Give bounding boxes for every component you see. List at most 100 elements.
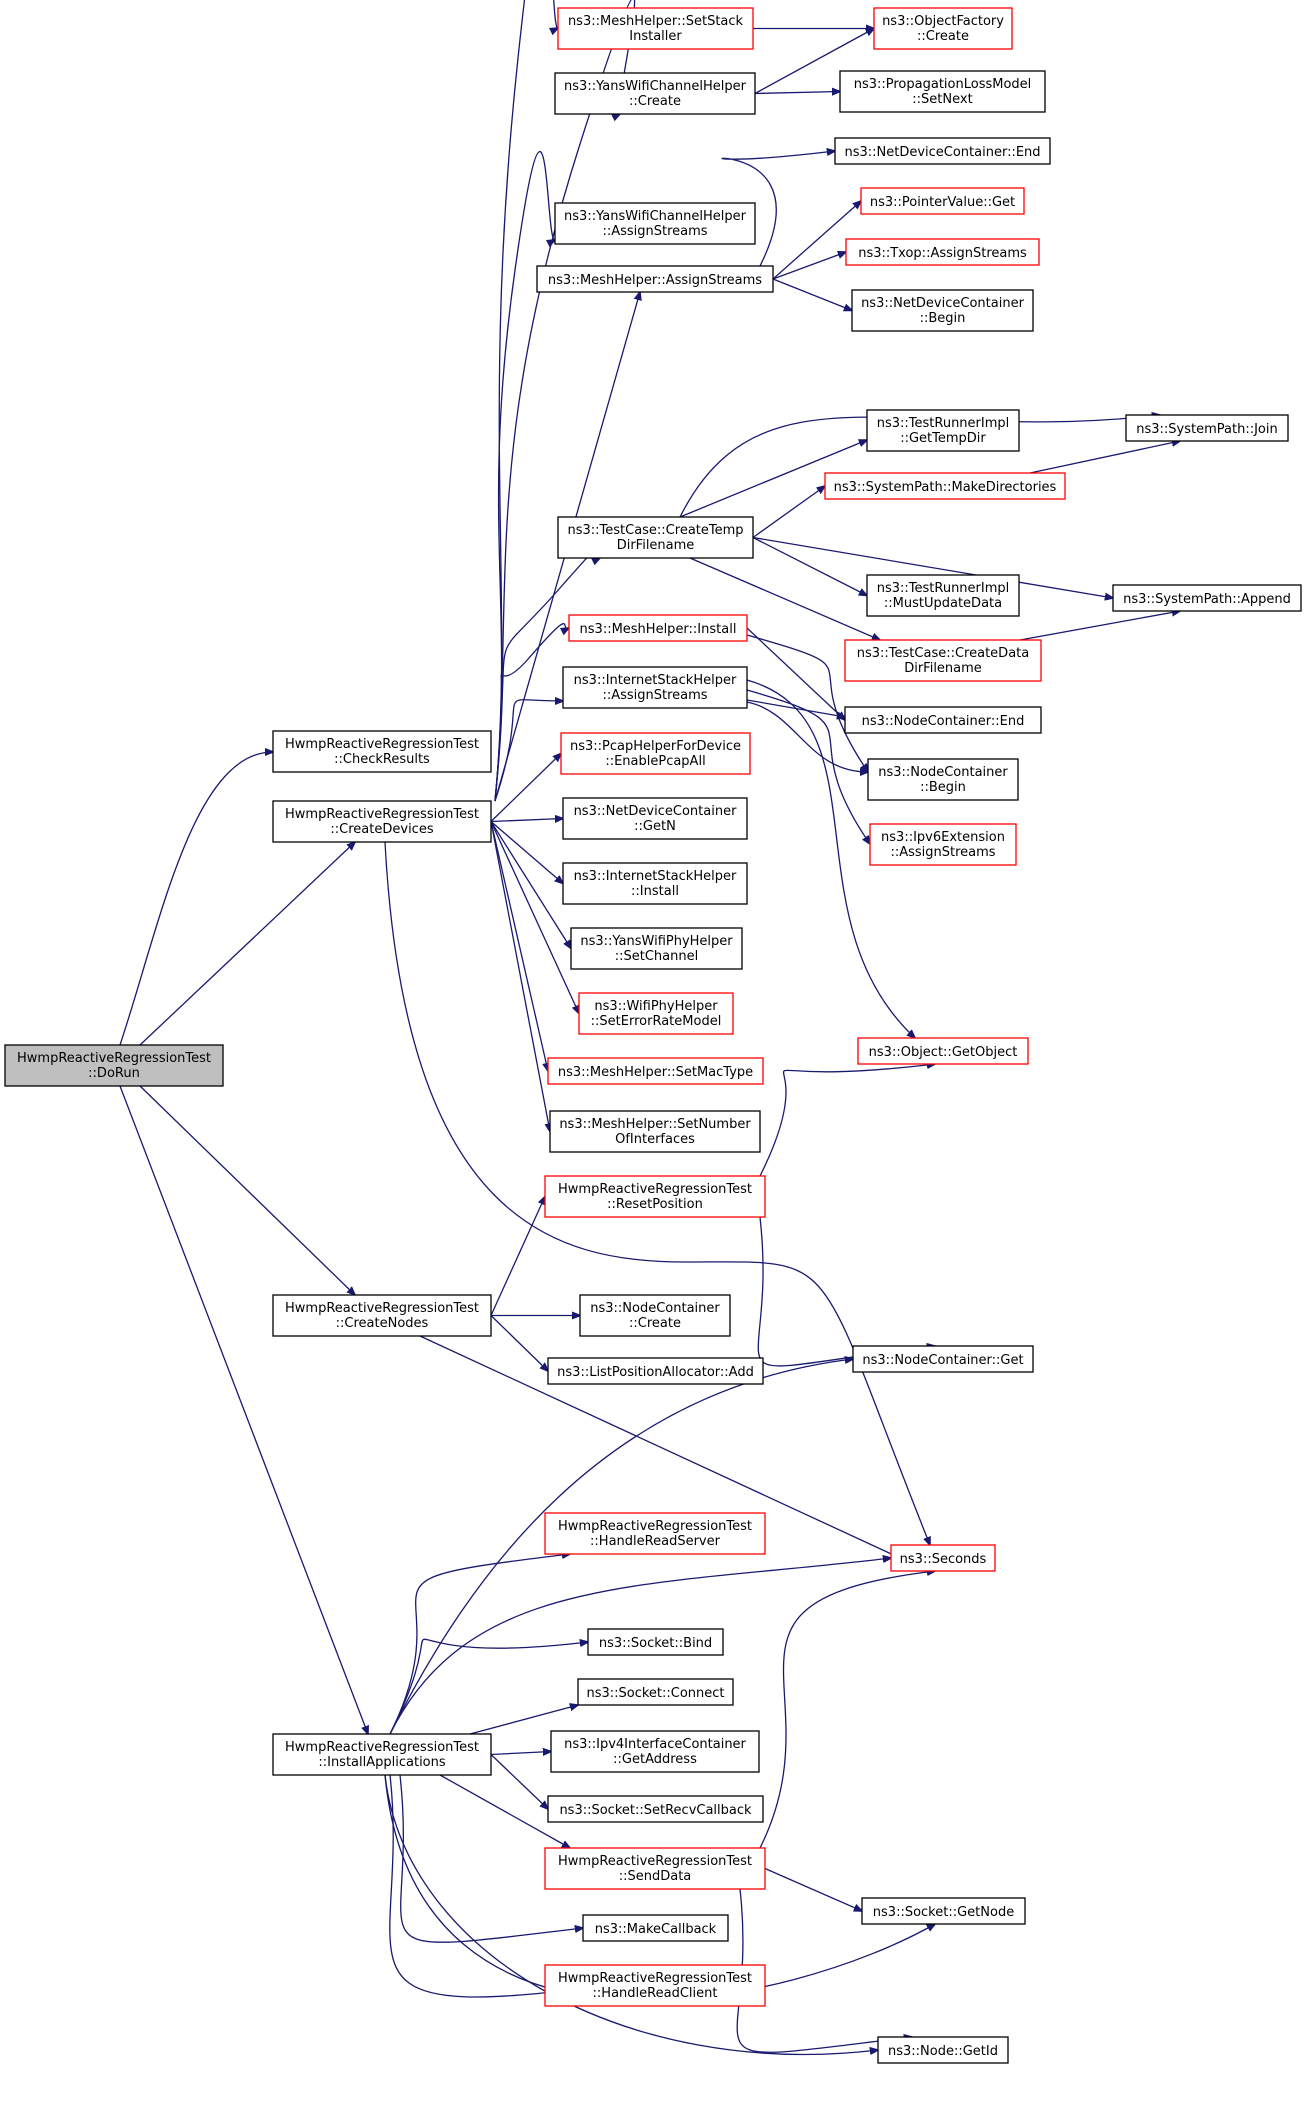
- node-checkResults[interactable]: HwmpReactiveRegressionTest::CheckResults: [272, 730, 492, 773]
- call-edge: [490, 1754, 548, 1810]
- node-label: ns3::Ipv4InterfaceContainer: [564, 1737, 746, 1752]
- call-edge: [490, 821, 571, 949]
- node-ndcGetN[interactable]: ns3::NetDeviceContainer::GetN: [562, 797, 748, 840]
- call-edge: [490, 1752, 551, 1755]
- node-handleReadServer[interactable]: HwmpReactiveRegressionTest::HandleReadSe…: [544, 1512, 766, 1555]
- node-label: ns3::PcapHelperForDevice: [570, 739, 741, 754]
- node-propLoss[interactable]: ns3::PropagationLossModel::SetNext: [839, 70, 1046, 113]
- node-createNodes[interactable]: HwmpReactiveRegressionTest::CreateNodes: [272, 1294, 492, 1337]
- node-ndcEnd[interactable]: ns3::NetDeviceContainer::End: [834, 137, 1051, 165]
- node-label: ns3::Ipv6Extension: [881, 830, 1005, 845]
- node-box: [272, 1294, 492, 1337]
- node-objGetObject[interactable]: ns3::Object::GetObject: [857, 1037, 1029, 1065]
- node-box: [272, 730, 492, 773]
- call-edge: [746, 627, 845, 720]
- node-box: [577, 1678, 734, 1706]
- node-nodeGetId[interactable]: ns3::Node::GetId: [877, 2036, 1009, 2064]
- node-label: DirFilename: [904, 661, 982, 676]
- node-createDevices[interactable]: HwmpReactiveRegressionTest::CreateDevice…: [272, 800, 492, 843]
- node-box: [890, 1544, 996, 1572]
- node-socketConnect[interactable]: ns3::Socket::Connect: [577, 1678, 734, 1706]
- node-box: [549, 1110, 761, 1153]
- node-makeCallback[interactable]: ns3::MakeCallback: [582, 1914, 729, 1942]
- node-box: [544, 1175, 766, 1218]
- node-label: ::Begin: [920, 311, 966, 326]
- node-box: [873, 7, 1013, 50]
- node-box: [562, 666, 748, 709]
- node-ipv4GetAddr[interactable]: ns3::Ipv4InterfaceContainer::GetAddress: [550, 1730, 760, 1773]
- node-label: ns3::MeshHelper::SetMacType: [558, 1065, 753, 1080]
- node-meshInstall[interactable]: ns3::MeshHelper::Install: [568, 614, 748, 642]
- node-yansChanCreate[interactable]: ns3::YansWifiChannelHelper::Create: [554, 72, 756, 115]
- node-phySetChannel[interactable]: ns3::YansWifiPhyHelper::SetChannel: [570, 927, 743, 970]
- node-pcapEnable[interactable]: ns3::PcapHelperForDevice::EnablePcapAll: [560, 732, 751, 775]
- call-edge: [490, 1315, 548, 1372]
- node-ndcBegin[interactable]: ns3::NetDeviceContainer::Begin: [851, 289, 1034, 332]
- node-resetPos[interactable]: HwmpReactiveRegressionTest::ResetPositio…: [544, 1175, 766, 1218]
- node-ncBegin[interactable]: ns3::NodeContainer::Begin: [867, 758, 1019, 801]
- node-socketGetNode[interactable]: ns3::Socket::GetNode: [861, 1897, 1026, 1925]
- call-edge: [494, 623, 569, 802]
- node-seconds[interactable]: ns3::Seconds: [890, 1544, 996, 1572]
- call-edge: [119, 752, 273, 1046]
- node-socketRecvCb[interactable]: ns3::Socket::SetRecvCallback: [547, 1795, 764, 1823]
- node-label: ::AssignStreams: [602, 224, 707, 239]
- node-handleReadClient[interactable]: HwmpReactiveRegressionTest::HandleReadCl…: [544, 1964, 766, 2007]
- call-edge: [1029, 441, 1180, 474]
- node-box: [544, 1964, 766, 2007]
- call-edge: [689, 557, 880, 640]
- node-label: ::InstallApplications: [318, 1755, 446, 1770]
- node-label: ns3::NetDeviceContainer: [861, 296, 1025, 311]
- node-label: ::Create: [629, 94, 681, 109]
- node-ncCreate[interactable]: ns3::NodeContainer::Create: [579, 1294, 731, 1337]
- node-label: ns3::MeshHelper::SetNumber: [559, 1117, 751, 1132]
- node-installApps[interactable]: HwmpReactiveRegressionTest::InstallAppli…: [272, 1733, 492, 1776]
- node-box: [560, 732, 751, 775]
- node-sysMakeDirs[interactable]: ns3::SystemPath::MakeDirectories: [824, 472, 1066, 500]
- node-label: ::EnablePcapAll: [605, 754, 705, 769]
- node-doRun[interactable]: HwmpReactiveRegressionTest::DoRun: [4, 1044, 224, 1087]
- node-label: ns3::Object::GetObject: [869, 1045, 1018, 1060]
- node-lpaAdd[interactable]: ns3::ListPositionAllocator::Add: [547, 1357, 764, 1385]
- node-label: ns3::NetDeviceContainer: [574, 804, 738, 819]
- node-objFactory[interactable]: ns3::ObjectFactory::Create: [873, 7, 1013, 50]
- node-box: [544, 1847, 766, 1890]
- call-edge: [721, 151, 835, 267]
- node-meshAssign[interactable]: ns3::MeshHelper::AssignStreams: [536, 265, 774, 293]
- node-yansChanAssign[interactable]: ns3::YansWifiChannelHelper::AssignStream…: [554, 202, 756, 245]
- node-meshSetMac[interactable]: ns3::MeshHelper::SetMacType: [547, 1057, 764, 1085]
- node-label: ::ResetPosition: [607, 1197, 703, 1212]
- node-box: [547, 1357, 764, 1385]
- node-label: HwmpReactiveRegressionTest: [285, 1740, 479, 1755]
- node-pointerGet[interactable]: ns3::PointerValue::Get: [860, 187, 1025, 215]
- call-edge: [389, 1554, 570, 1735]
- call-edge: [752, 536, 1113, 599]
- node-label: ns3::TestRunnerImpl: [877, 416, 1010, 431]
- node-label: HwmpReactiveRegressionTest: [558, 1519, 752, 1534]
- node-ipv6Ext[interactable]: ns3::Ipv6Extension::AssignStreams: [869, 823, 1017, 866]
- node-ncEnd[interactable]: ns3::NodeContainer::End: [844, 706, 1042, 734]
- node-sysJoin[interactable]: ns3::SystemPath::Join: [1125, 414, 1289, 442]
- node-box: [587, 1628, 724, 1656]
- call-edge: [490, 821, 563, 884]
- node-inetAssign[interactable]: ns3::InternetStackHelper::AssignStreams: [562, 666, 748, 709]
- node-sendData[interactable]: HwmpReactiveRegressionTest::SendData: [544, 1847, 766, 1890]
- node-phySetError[interactable]: ns3::WifiPhyHelper::SetErrorRateModel: [578, 992, 734, 1035]
- node-runnerUpdate[interactable]: ns3::TestRunnerImpl::MustUpdateData: [866, 574, 1020, 617]
- node-runnerTemp[interactable]: ns3::TestRunnerImpl::GetTempDir: [866, 409, 1020, 452]
- call-edge: [764, 1867, 862, 1912]
- node-txopAssign[interactable]: ns3::Txop::AssignStreams: [845, 238, 1040, 266]
- node-sysAppend[interactable]: ns3::SystemPath::Append: [1112, 584, 1302, 612]
- node-box: [557, 7, 754, 50]
- node-box: [877, 2036, 1009, 2064]
- node-inetInstall[interactable]: ns3::InternetStackHelper::Install: [562, 862, 748, 905]
- node-ncGet[interactable]: ns3::NodeContainer::Get: [852, 1345, 1034, 1373]
- node-socketBind[interactable]: ns3::Socket::Bind: [587, 1628, 724, 1656]
- call-edge: [746, 679, 915, 1038]
- node-label: ::Create: [917, 29, 969, 44]
